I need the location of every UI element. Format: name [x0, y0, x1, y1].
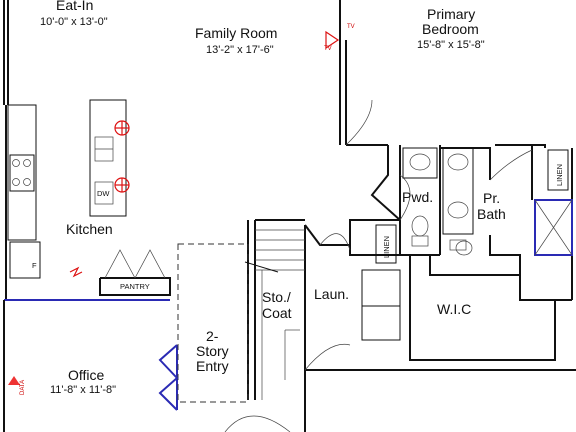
fridge-label: F — [32, 261, 37, 270]
primary-bedroom-label-1: Primary — [427, 6, 475, 22]
wic-label: W.I.C — [437, 301, 471, 317]
tv-top-label: TV — [347, 24, 355, 30]
bath-fixtures — [361, 147, 573, 341]
powder-label: Pwd. — [402, 189, 433, 205]
storage-coat-label-2: Coat — [262, 305, 292, 321]
family-room-label: Family Room — [195, 25, 277, 41]
entry-label-2: Story — [196, 343, 229, 359]
primary-bath-label-1: Pr. — [483, 190, 500, 206]
primary-bath-label-2: Bath — [477, 206, 506, 222]
laundry-label: Laun. — [314, 286, 349, 302]
office-dims: 11'-8" x 11'-8" — [50, 384, 116, 396]
linen-right-label: LINEN — [555, 164, 564, 186]
primary-bedroom-label-2: Bedroom — [422, 21, 479, 37]
data-label: DATA — [20, 380, 26, 395]
eat-in-dims: 10'-0" x 13'-0" — [40, 16, 108, 28]
eat-in-label: Eat-In — [56, 0, 93, 13]
storage-coat-label-1: Sto./ — [262, 289, 291, 305]
dishwasher-label: DW — [97, 189, 110, 198]
pantry-label: PANTRY — [120, 282, 150, 291]
entry-label-1: 2- — [206, 328, 219, 344]
primary-bedroom-dims: 15'-8" x 15'-8" — [417, 39, 485, 51]
office-label: Office — [68, 367, 105, 383]
kitchen-label: Kitchen — [66, 221, 113, 237]
entry-label-3: Entry — [196, 358, 229, 374]
family-room-dims: 13'-2" x 17'-6" — [206, 44, 274, 56]
tv-side-label: TV — [324, 46, 332, 52]
door-swings — [158, 99, 533, 432]
linen-left-label: LINEN — [382, 236, 391, 258]
kitchen-counters — [7, 99, 166, 279]
entry-outline — [177, 243, 249, 403]
electrical-markers — [8, 30, 340, 385]
stairs — [244, 229, 305, 400]
